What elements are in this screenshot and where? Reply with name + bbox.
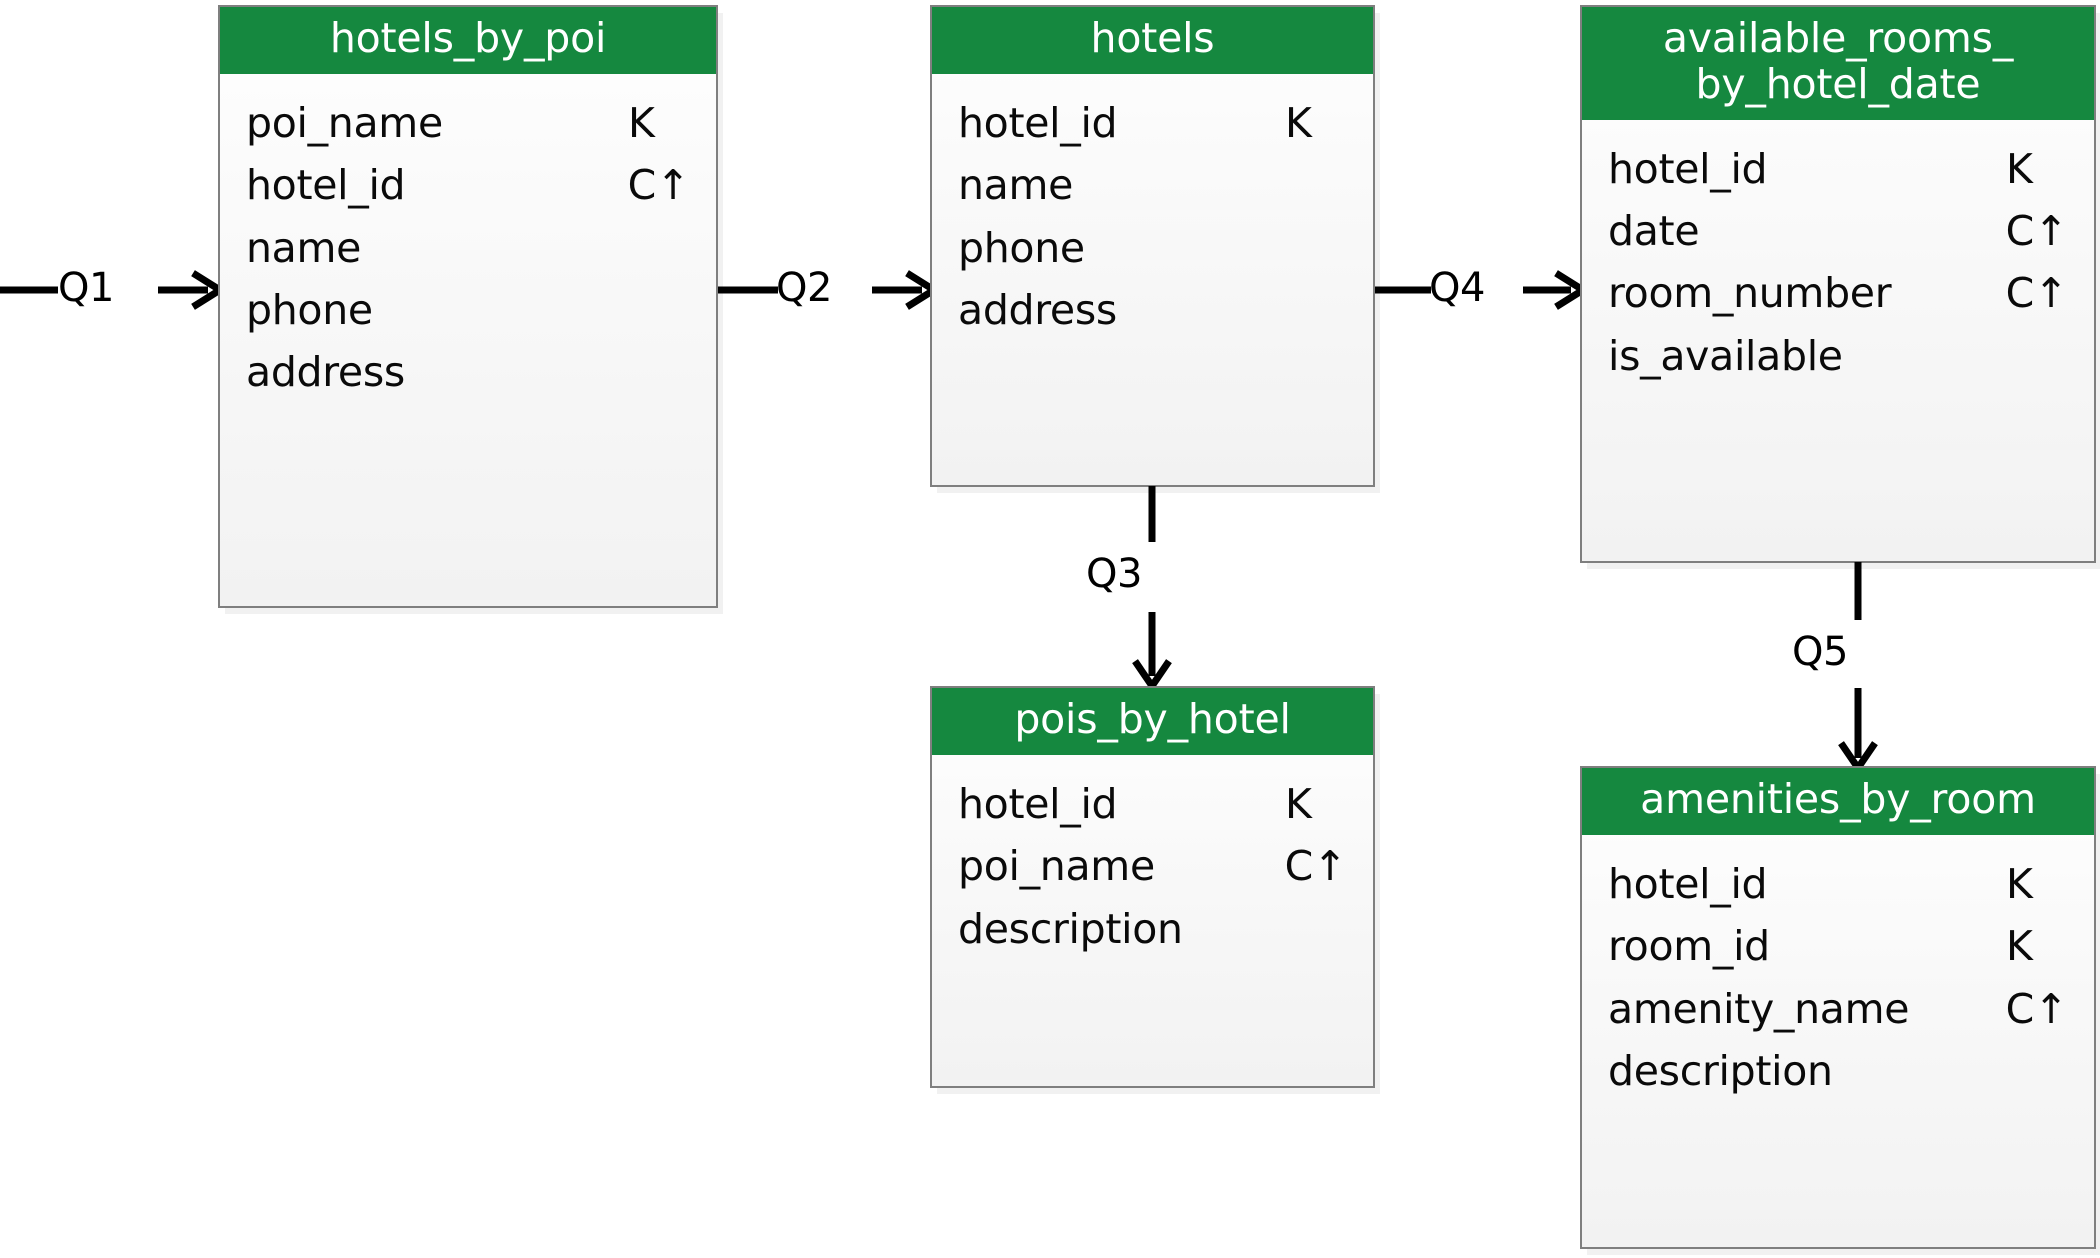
field-key: C↑ — [2005, 269, 2069, 318]
field-row: address — [958, 279, 1347, 341]
entity-title-pois-by-hotel: pois_by_hotel — [932, 688, 1373, 755]
field-name: is_available — [1608, 331, 1843, 380]
field-row: amenity_name C↑ — [1608, 978, 2068, 1040]
field-row: phone — [246, 279, 690, 341]
connector-q4: Q4 — [1373, 268, 1590, 310]
field-row: name — [958, 154, 1347, 216]
connector-q3-label: Q3 — [1086, 551, 1142, 597]
field-name: room_number — [1608, 269, 1892, 318]
entity-amenities-by-room[interactable]: amenities_by_room hotel_id K room_id K a… — [1580, 766, 2096, 1249]
field-row: name — [246, 217, 690, 279]
field-name: hotel_id — [958, 779, 1118, 828]
field-key: C↑ — [627, 161, 691, 210]
field-name: hotel_id — [1608, 144, 1768, 193]
field-row: hotel_id K — [1608, 138, 2068, 200]
field-row: description — [958, 898, 1347, 960]
field-row: date C↑ — [1608, 200, 2068, 262]
field-row: hotel_id K — [958, 92, 1347, 154]
field-row: poi_name C↑ — [958, 835, 1347, 897]
field-name: address — [958, 285, 1117, 334]
field-row: is_available — [1608, 325, 2068, 387]
field-key: K — [628, 98, 655, 147]
field-name: address — [246, 348, 405, 397]
connector-q5: Q5 — [1792, 562, 1878, 775]
connector-q2: Q2 — [716, 268, 941, 310]
field-name: description — [958, 904, 1183, 953]
field-row: phone — [958, 217, 1347, 279]
field-row: address — [246, 341, 690, 403]
field-row: room_number C↑ — [1608, 262, 2068, 324]
field-key: K — [2006, 922, 2033, 971]
field-name: name — [246, 223, 362, 272]
field-row: hotel_id K — [958, 773, 1347, 835]
entity-hotels-by-poi[interactable]: hotels_by_poi poi_name K hotel_id C↑ nam… — [218, 5, 718, 608]
field-name: phone — [958, 223, 1085, 272]
field-name: phone — [246, 285, 373, 334]
entity-pois-by-hotel[interactable]: pois_by_hotel hotel_id K poi_name C↑ des… — [930, 686, 1375, 1088]
field-name: hotel_id — [958, 98, 1118, 147]
entity-fields-hotels-by-poi: poi_name K hotel_id C↑ name phone addres… — [220, 74, 716, 424]
field-key: K — [1285, 98, 1312, 147]
field-row: description — [1608, 1040, 2068, 1102]
field-name: name — [958, 161, 1074, 210]
entity-title-hotels-by-poi: hotels_by_poi — [220, 7, 716, 74]
connector-q1-label: Q1 — [58, 265, 114, 311]
entity-hotels[interactable]: hotels hotel_id K name phone address — [930, 5, 1375, 487]
field-key: C↑ — [1284, 842, 1348, 891]
field-name: hotel_id — [246, 161, 406, 210]
field-key: K — [2006, 859, 2033, 908]
entity-title-hotels: hotels — [932, 7, 1373, 74]
connector-q2-label: Q2 — [776, 265, 832, 311]
field-key: C↑ — [2005, 984, 2069, 1033]
field-row: poi_name K — [246, 92, 690, 154]
field-row: room_id K — [1608, 915, 2068, 977]
field-key: K — [1285, 779, 1312, 828]
field-row: hotel_id C↑ — [246, 154, 690, 216]
field-name: hotel_id — [1608, 859, 1768, 908]
entity-fields-hotels: hotel_id K name phone address — [932, 74, 1373, 361]
entity-fields-pois-by-hotel: hotel_id K poi_name C↑ description — [932, 755, 1373, 980]
field-name: date — [1608, 207, 1700, 256]
field-name: description — [1608, 1046, 1833, 1095]
field-name: amenity_name — [1608, 984, 1910, 1033]
entity-title-available-rooms-by-hotel-date: available_rooms_ by_hotel_date — [1582, 7, 2094, 120]
connector-q3: Q3 — [1086, 486, 1172, 693]
entity-title-amenities-by-room: amenities_by_room — [1582, 768, 2094, 835]
field-key: K — [2006, 144, 2033, 193]
entity-fields-available-rooms-by-hotel-date: hotel_id K date C↑ room_number C↑ is_ava… — [1582, 120, 2094, 407]
connector-q1: Q1 — [0, 268, 227, 310]
connector-q4-label: Q4 — [1429, 265, 1485, 311]
connector-q5-label: Q5 — [1792, 629, 1848, 675]
field-row: hotel_id K — [1608, 853, 2068, 915]
entity-fields-amenities-by-room: hotel_id K room_id K amenity_name C↑ des… — [1582, 835, 2094, 1122]
entity-available-rooms-by-hotel-date[interactable]: available_rooms_ by_hotel_date hotel_id … — [1580, 5, 2096, 563]
field-key: C↑ — [2005, 207, 2069, 256]
field-name: room_id — [1608, 922, 1770, 971]
field-name: poi_name — [246, 98, 443, 147]
field-name: poi_name — [958, 842, 1155, 891]
